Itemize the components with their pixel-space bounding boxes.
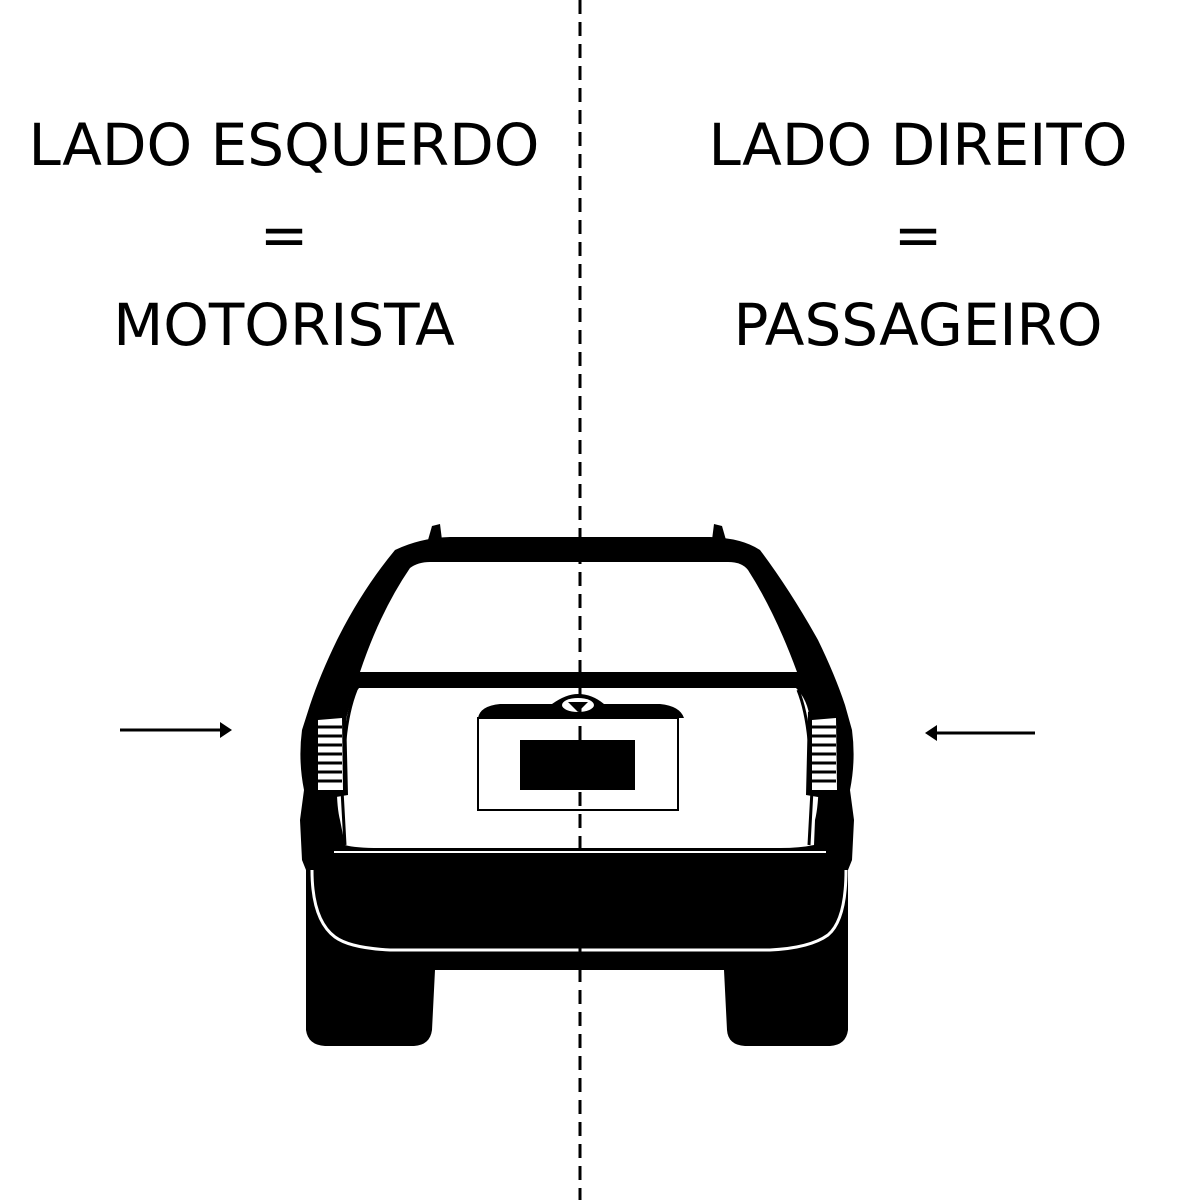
right-side-title: LADO DIREITO [708, 111, 1128, 179]
left-side-role: MOTORISTA [113, 291, 455, 359]
right-side-label: LADO DIREITO = PASSAGEIRO [628, 100, 1200, 370]
left-side-label: LADO ESQUERDO = MOTORISTA [0, 100, 580, 370]
arrow-right-icon [120, 722, 232, 738]
right-side-equals: = [893, 201, 943, 269]
left-side-equals: = [259, 201, 309, 269]
left-side-title: LADO ESQUERDO [28, 111, 540, 179]
arrow-left-icon [925, 725, 1035, 741]
right-side-role: PASSAGEIRO [733, 291, 1103, 359]
car-rear-view-icon [300, 524, 854, 1046]
